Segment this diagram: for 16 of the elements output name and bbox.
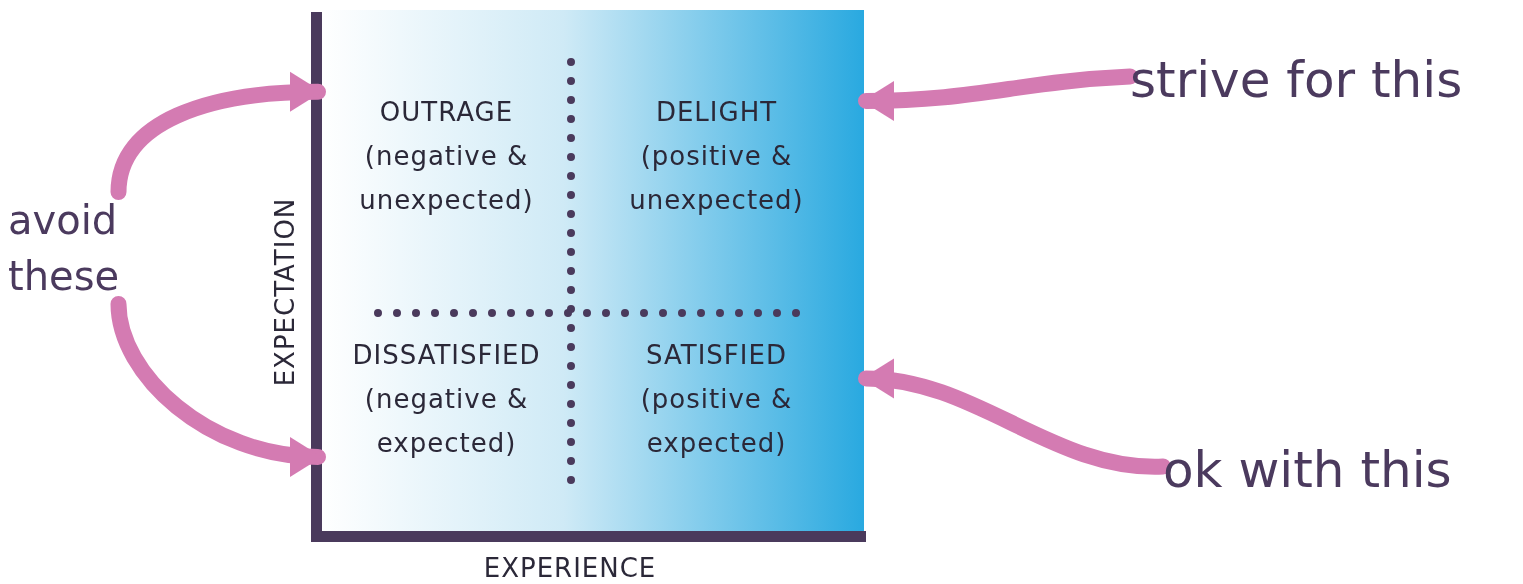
quadrant-description: (positive & unexpected) xyxy=(628,140,805,217)
quadrant-description: (positive & expected) xyxy=(639,383,794,460)
quadrant-title: SATISFIED xyxy=(646,339,787,372)
quadrant-description: (negative & expected) xyxy=(363,383,530,460)
curved-arrow xyxy=(858,68,1138,121)
handwritten-note: strive for this xyxy=(1130,52,1463,108)
axis-title: EXPECTATION xyxy=(270,197,300,387)
curved-arrow xyxy=(110,296,326,476)
quadrant-title: DELIGHT xyxy=(655,96,778,129)
curved-arrow xyxy=(858,360,1171,475)
quadrant-title: DISSATISFIED xyxy=(352,339,541,372)
handwritten-note: ok with this xyxy=(1163,442,1452,498)
axis-title: EXPERIENCE xyxy=(483,553,657,583)
handwritten-note: avoid these xyxy=(8,196,121,301)
quadrant-title: OUTRAGE xyxy=(379,96,514,129)
quadrant-description: (negative & unexpected) xyxy=(358,140,535,217)
